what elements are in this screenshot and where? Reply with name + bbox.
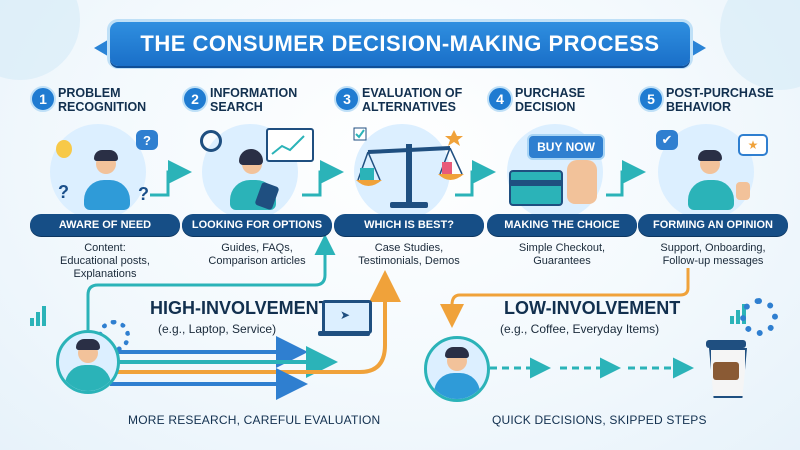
step-number-badge: 2 [182, 86, 208, 112]
low-involvement-section: LOW-INVOLVEMENT (e.g., Coffee, Everyday … [400, 280, 800, 450]
low-involvement-caption: QUICK DECISIONS, SKIPPED STEPS [492, 413, 707, 427]
page-title: THE CONSUMER DECISION-MAKING PROCESS [140, 31, 660, 56]
step-pill-label: WHICH IS BEST? [334, 214, 484, 236]
step-content-text: Case Studies,Testimonials, Demos [358, 242, 460, 267]
high-arrow-3 [110, 270, 401, 374]
connector-2-3 [302, 160, 344, 197]
rating-bubble-icon: ★ [738, 134, 768, 156]
laptop-icon: ➤ [318, 300, 372, 338]
step-content-text: Guides, FAQs,Comparison articles [208, 242, 306, 267]
step-pill-label: MAKING THE CHOICE [487, 214, 637, 236]
step-pill-label: LOOKING FOR OPTIONS [182, 214, 332, 236]
gear-icon-right [740, 298, 778, 336]
balance-scale-icon [350, 126, 470, 216]
coffee-cup-icon [706, 340, 747, 398]
thinking-man-avatar [56, 330, 120, 394]
connector-3-4 [455, 160, 496, 197]
high-involvement-caption: MORE RESEARCH, CAREFUL EVALUATION [128, 413, 381, 427]
step-number-badge: 3 [334, 86, 360, 112]
high-involvement-section: HIGH-INVOLVEMENT (e.g., Laptop, Service)… [0, 280, 400, 450]
step-number-badge: 1 [30, 86, 56, 112]
low-involvement-title: LOW-INVOLVEMENT [504, 298, 681, 318]
pointing-hand-icon [567, 160, 597, 204]
title-banner: THE CONSUMER DECISION-MAKING PROCESS [110, 22, 690, 66]
step-number-badge: 5 [638, 86, 664, 112]
connector-4-5 [606, 160, 646, 197]
bar-chart-icon [30, 306, 50, 326]
buy-now-card-icon: BUY NOW [505, 134, 625, 214]
credit-card-icon [509, 170, 563, 206]
buy-now-button: BUY NOW [527, 134, 605, 160]
lightbulb-icon [56, 140, 72, 158]
phone-person-avatar [424, 336, 490, 402]
high-involvement-return-path [86, 234, 336, 330]
high-involvement-title: HIGH-INVOLVEMENT [150, 298, 330, 318]
step-number-badge: 4 [487, 86, 513, 112]
low-involvement-path [440, 268, 690, 328]
connector-1-2 [150, 160, 192, 197]
thumbs-up-person-icon: ✔ ★ [652, 124, 772, 214]
thumbs-up-icon [736, 182, 750, 200]
thinking-person-icon: ? ? ? [50, 124, 160, 214]
magnifier-icon [200, 130, 222, 152]
step-content-text: Support, Onboarding,Follow-up messages [660, 242, 766, 267]
step-content-text: Content:Educational posts,Explanations [60, 242, 150, 280]
step-content-text: Simple Checkout,Guarantees [518, 242, 606, 267]
high-involvement-subtitle: (e.g., Laptop, Service) [158, 322, 277, 336]
chart-window-icon [266, 128, 314, 162]
step-pill-label: FORMING AN OPINION [638, 214, 788, 236]
searching-person-icon [196, 124, 316, 214]
step-pill-label: AWARE OF NEED [30, 214, 180, 236]
low-involvement-subtitle: (e.g., Coffee, Everyday Items) [500, 322, 660, 336]
